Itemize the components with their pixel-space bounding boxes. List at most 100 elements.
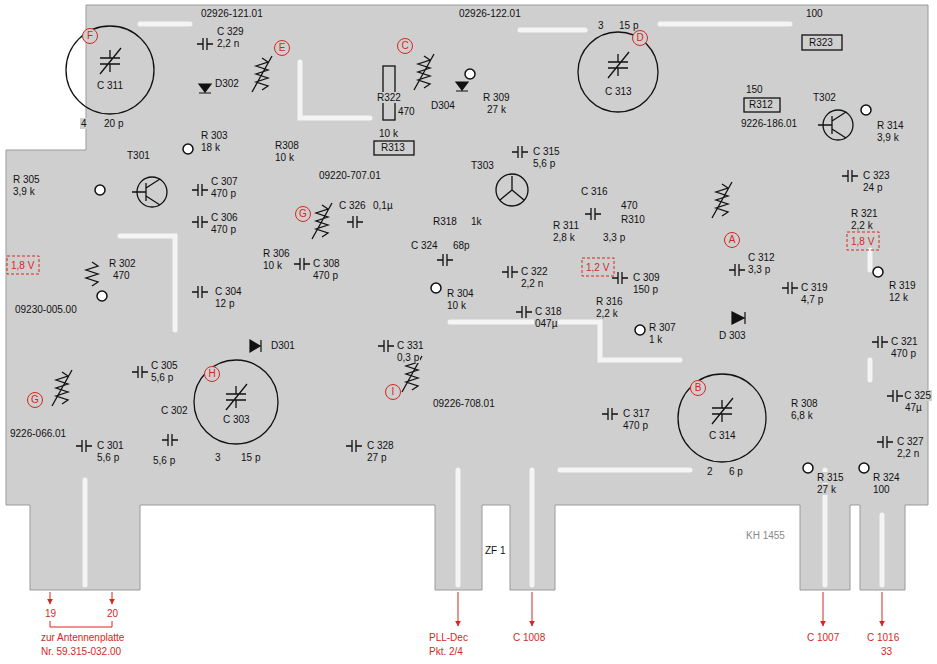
voltage-marker [847,232,879,250]
connector-label: Nr. 59.315-032.00 [40,646,122,657]
callout-letter-text: H [208,369,215,379]
part-label: R 314 [876,120,905,131]
callout-letter: G [27,392,43,408]
connector-label: C 1008 [512,632,546,643]
callout-letter-text: I [392,387,395,397]
part-label: R322 [376,92,402,103]
part-label: 2,2 k [850,220,874,231]
solder-pad [183,144,193,154]
solder-pad [431,283,441,293]
part-label: 100 [805,8,824,19]
capacitor-symbol [729,264,745,276]
capacitor-symbol [192,216,208,228]
callout-letter-text: G [299,209,307,219]
coil-symbol [252,56,272,92]
part-label: 3,9 k [12,186,36,197]
capacitor-symbol [346,440,362,452]
part-label: C 305 [150,360,179,371]
part-label: 3,9 k [876,132,900,143]
copper-gap [120,236,175,330]
callout-letter: I [385,384,401,400]
capacitor-symbol [877,436,893,448]
capacitor-symbol [192,286,208,298]
connector-label: 1,2 V [585,262,610,273]
solder-pad [635,325,645,335]
diode-symbol [250,340,261,352]
part-label: R 308 [790,398,819,409]
part-label: R 315 [816,472,845,483]
part-label: 2,2 n [520,278,544,289]
connector-arrow [112,592,113,604]
part-label: R 316 [595,296,624,307]
part-label: KH 1455 [745,530,786,541]
callout-letter: B [690,380,706,396]
connector-arrow [823,592,824,626]
part-label: C 317 [622,408,651,419]
resistor-symbol [744,98,780,112]
capacitor-symbol [76,440,92,452]
part-label: D301 [270,340,296,351]
part-label: D 303 [718,330,747,341]
callout-letter: H [204,366,220,382]
callout-letter: A [724,232,740,248]
capacitor-symbol [872,336,888,348]
part-label: 1k [470,216,483,227]
part-label: 15 p [240,452,261,463]
part-label: 2,8 k [552,232,576,243]
transistor-symbol [132,179,160,205]
voltage-marker [7,256,39,274]
part-label: 470 p [210,188,237,199]
part-label: 47µ [904,402,923,413]
part-label: C 331 [396,340,425,351]
part-label: 0,3 p [396,352,420,363]
part-label: R323 [808,37,834,48]
part-label: 470 p [210,224,237,235]
part-label: 18 k [200,142,221,153]
part-label: C 321 [890,336,919,347]
part-label: 047µ [534,318,558,329]
part-label: C 314 [708,430,737,441]
callout-letter-text: A [729,235,736,245]
part-label: T302 [812,92,837,103]
callout-letter-text: E [279,43,286,53]
capacitor-symbol [378,340,394,352]
capacitor-symbol [162,434,178,446]
trimmer-symbol [608,52,629,78]
part-label: C 306 [210,212,239,223]
part-label: 68p [452,240,471,251]
part-label: C 327 [896,436,925,447]
part-label: C 319 [800,282,829,293]
part-label: C 307 [210,176,239,187]
part-label: C 328 [366,440,395,451]
part-label: 3,3 p [602,232,626,243]
connector-label: 1,8 V [850,236,875,247]
part-label: R308 [274,140,300,151]
part-label: C 313 [604,86,633,97]
part-label: 0,1µ [372,200,394,211]
part-label: 15 p [618,20,639,31]
part-label: 2,2 k [595,308,619,319]
connector-arrow [532,592,533,626]
part-label: 5,6 p [96,452,120,463]
diode-symbol [199,84,211,93]
part-label: 27 k [486,104,507,115]
part-label: 3 [597,20,605,31]
capacitor-symbol [585,208,601,220]
part-label: C 301 [96,440,125,451]
part-label: 12 k [888,292,909,303]
bracket [50,621,112,627]
part-label: 24 p [862,182,883,193]
part-label: 10 k [446,300,467,311]
callout-letter: F [82,28,98,44]
part-label: 09226-708.01 [432,398,496,409]
part-label: 5,6 p [150,372,174,383]
coil-symbol [414,54,434,90]
trimmer-outline [578,32,658,112]
solder-pad [97,291,107,301]
part-label: C 308 [312,258,341,269]
coil-symbol [86,262,98,286]
part-label: ZF 1 [484,545,507,556]
callout-letter: G [295,206,311,222]
